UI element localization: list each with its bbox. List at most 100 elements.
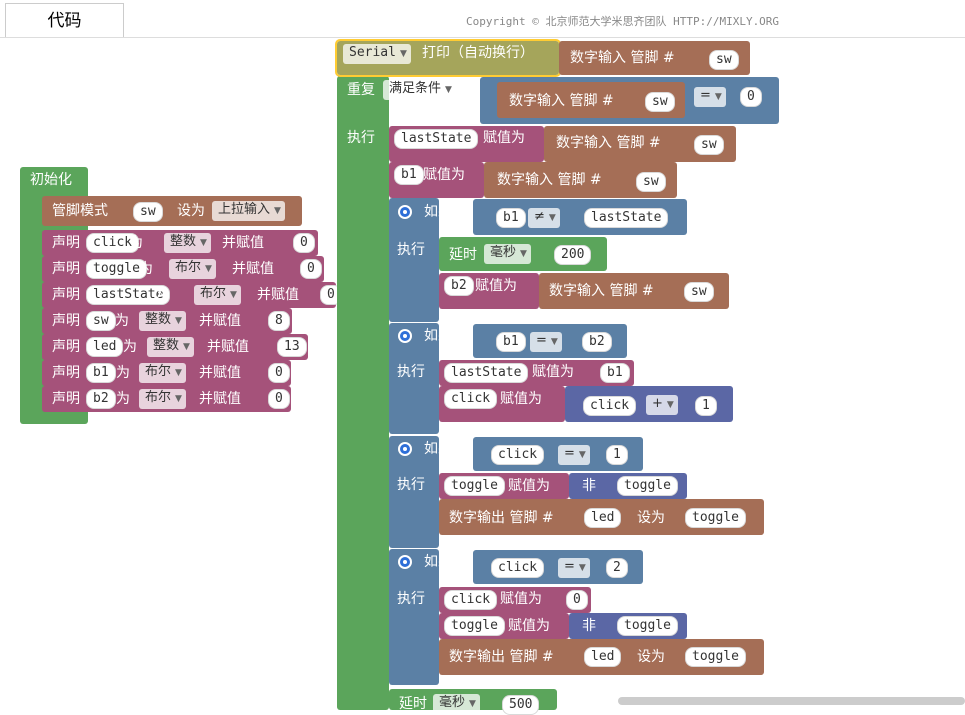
if1-assign-b2-din-pin[interactable]: sw bbox=[684, 282, 714, 302]
if2-assign-click-var[interactable]: click bbox=[444, 389, 498, 409]
repeat-din-label: 数字输入 管脚 # bbox=[509, 93, 614, 109]
decl-name[interactable]: b2 bbox=[86, 389, 116, 409]
assign-b1-din-label: 数字输入 管脚 # bbox=[497, 172, 602, 188]
if2-gear-icon[interactable] bbox=[398, 329, 412, 343]
main-loop-block[interactable] bbox=[337, 76, 389, 710]
if4-assign-click-var[interactable]: click bbox=[444, 590, 498, 610]
if3-digital-out-set: 设为 bbox=[637, 510, 665, 526]
decl-name[interactable]: b1 bbox=[86, 363, 116, 383]
if2-a[interactable]: b1 bbox=[496, 332, 526, 352]
pinmode-var[interactable]: sw bbox=[133, 202, 163, 222]
if4-digital-out-pin[interactable]: led bbox=[584, 647, 622, 667]
decl-assign: 并赋值 bbox=[207, 339, 249, 355]
if4-assign-toggle-label: 赋值为 bbox=[508, 618, 550, 634]
if3-a[interactable]: click bbox=[491, 445, 545, 465]
if4-gear-icon[interactable] bbox=[398, 555, 412, 569]
assign-laststate-var[interactable]: lastState bbox=[394, 129, 479, 149]
if4-assign-click-label: 赋值为 bbox=[500, 591, 542, 607]
if3-not-val[interactable]: toggle bbox=[617, 476, 678, 496]
serial-dropdown[interactable]: Serial▼ bbox=[343, 44, 411, 64]
tab-bar: 代码 Copyright © 北京师范大学米思齐团队 HTTP://MIXLY.… bbox=[0, 0, 965, 38]
repeat-din-pin[interactable]: sw bbox=[645, 92, 675, 112]
if1-b[interactable]: lastState bbox=[584, 208, 669, 228]
repeat-label: 重复 bbox=[347, 82, 375, 98]
loop-delay-unit-dropdown[interactable]: 毫秒▼ bbox=[433, 694, 480, 714]
decl-type-dropdown[interactable]: 整数▼ bbox=[147, 337, 194, 357]
assign-b1-din-pin[interactable]: sw bbox=[636, 172, 666, 192]
if3-b[interactable]: 1 bbox=[606, 445, 628, 465]
init-hat-label: 初始化 bbox=[30, 172, 72, 188]
if4-assign-click-val[interactable]: 0 bbox=[566, 590, 588, 610]
decl-val[interactable]: 8 bbox=[268, 311, 290, 331]
decl-type-dropdown[interactable]: 整数▼ bbox=[139, 311, 186, 331]
repeat-cond-dropdown[interactable]: 满足条件▼ bbox=[383, 80, 456, 100]
if3-if-label: 如果 bbox=[424, 441, 452, 457]
if1-assign-b2-var[interactable]: b2 bbox=[444, 276, 474, 296]
if1-delay-label: 延时 bbox=[449, 247, 477, 263]
decl-assign: 并赋值 bbox=[199, 391, 241, 407]
assign-laststate-din-label: 数字输入 管脚 # bbox=[556, 135, 661, 151]
if2-add-val[interactable]: 1 bbox=[695, 396, 717, 416]
decl-val[interactable]: 0 bbox=[293, 233, 315, 253]
decl-kw: 声明 bbox=[52, 235, 80, 251]
repeat-op-dropdown[interactable]: =▼ bbox=[694, 87, 726, 107]
decl-val[interactable]: 0 bbox=[268, 363, 290, 383]
pinmode-mode-dropdown[interactable]: 上拉输入▼ bbox=[212, 201, 285, 221]
decl-name[interactable]: led bbox=[86, 337, 124, 357]
decl-type-dropdown[interactable]: 整数▼ bbox=[164, 233, 211, 253]
decl-type-dropdown[interactable]: 布尔▼ bbox=[139, 389, 186, 409]
assign-laststate-din-pin[interactable]: sw bbox=[694, 135, 724, 155]
loop-delay-val[interactable]: 500 bbox=[502, 695, 540, 715]
decl-val[interactable]: 0 bbox=[300, 259, 322, 279]
if3-assign-toggle-label: 赋值为 bbox=[508, 478, 550, 494]
if1-block[interactable] bbox=[389, 198, 439, 322]
decl-type-dropdown[interactable]: 布尔▼ bbox=[169, 259, 216, 279]
decl-name[interactable]: toggle bbox=[86, 259, 147, 279]
if4-digital-out-val[interactable]: toggle bbox=[685, 647, 746, 667]
assign-b1-var[interactable]: b1 bbox=[394, 165, 424, 185]
decl-type-dropdown[interactable]: 布尔▼ bbox=[139, 363, 186, 383]
serial-print-label: 打印（自动换行） bbox=[422, 45, 534, 61]
if2-add-op-dropdown[interactable]: +▼ bbox=[646, 395, 678, 415]
if3-digital-out-val[interactable]: toggle bbox=[685, 508, 746, 528]
decl-name[interactable]: lastState bbox=[86, 285, 171, 305]
if1-a[interactable]: b1 bbox=[496, 208, 526, 228]
if2-assign-laststate-var[interactable]: lastState bbox=[444, 363, 529, 383]
if2-assign-laststate-val[interactable]: b1 bbox=[600, 363, 630, 383]
if3-assign-toggle-var[interactable]: toggle bbox=[444, 476, 505, 496]
if3-gear-icon[interactable] bbox=[398, 442, 412, 456]
decl-val[interactable]: 13 bbox=[277, 337, 307, 357]
if4-a[interactable]: click bbox=[491, 558, 545, 578]
if4-b[interactable]: 2 bbox=[606, 558, 628, 578]
if1-gear-icon[interactable] bbox=[398, 205, 412, 219]
repeat-val[interactable]: 0 bbox=[740, 87, 762, 107]
decl-assign: 并赋值 bbox=[222, 235, 264, 251]
if2-block[interactable] bbox=[389, 323, 439, 434]
if4-op-dropdown[interactable]: =▼ bbox=[558, 558, 590, 578]
if1-delay-val[interactable]: 200 bbox=[554, 245, 592, 265]
tab-code[interactable]: 代码 bbox=[5, 3, 124, 37]
if3-digital-out-label: 数字输出 管脚 # bbox=[449, 510, 554, 526]
if3-exec-label: 执行 bbox=[397, 477, 425, 493]
if4-block[interactable] bbox=[389, 549, 439, 685]
if1-exec-label: 执行 bbox=[397, 242, 425, 258]
if4-assign-toggle-var[interactable]: toggle bbox=[444, 616, 505, 636]
if4-not-val[interactable]: toggle bbox=[617, 616, 678, 636]
if2-add-lhs[interactable]: click bbox=[583, 396, 637, 416]
decl-assign: 并赋值 bbox=[257, 287, 299, 303]
if3-op-dropdown[interactable]: =▼ bbox=[558, 445, 590, 465]
serial-din-pin[interactable]: sw bbox=[709, 50, 739, 70]
horizontal-scrollbar[interactable] bbox=[618, 697, 965, 705]
if1-op-dropdown[interactable]: ≠▼ bbox=[528, 208, 560, 228]
if1-delay-unit-dropdown[interactable]: 毫秒▼ bbox=[484, 244, 531, 264]
decl-type-dropdown[interactable]: 布尔▼ bbox=[194, 285, 241, 305]
decl-as: 为 bbox=[139, 261, 153, 277]
decl-val[interactable]: 0 bbox=[268, 389, 290, 409]
if3-block[interactable] bbox=[389, 436, 439, 548]
if3-digital-out-pin[interactable]: led bbox=[584, 508, 622, 528]
if2-b[interactable]: b2 bbox=[582, 332, 612, 352]
decl-name[interactable]: sw bbox=[86, 311, 116, 331]
decl-name[interactable]: click bbox=[86, 233, 140, 253]
if2-op-dropdown[interactable]: =▼ bbox=[530, 332, 562, 352]
decl-kw: 声明 bbox=[52, 365, 80, 381]
